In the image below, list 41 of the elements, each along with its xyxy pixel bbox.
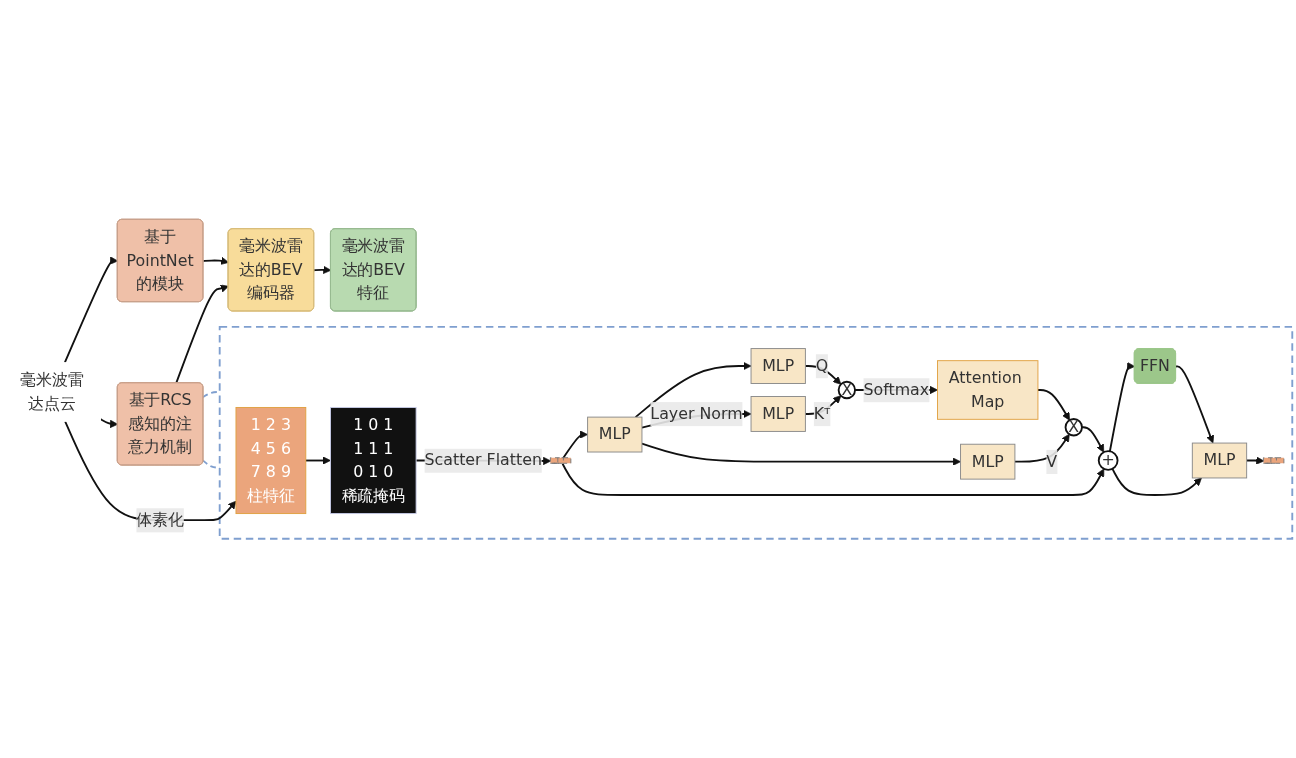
arrow	[561, 462, 1105, 496]
arrow	[64, 420, 237, 521]
arrow	[1175, 365, 1215, 444]
node-box: 1 2 3 4 5 6 7 8 9 柱特征	[235, 407, 307, 515]
connector	[202, 459, 221, 469]
arrow	[304, 456, 331, 465]
node-box: MLP	[750, 348, 806, 384]
arrow	[1245, 456, 1265, 465]
edge-label: 体素化	[136, 510, 184, 529]
arrow	[99, 418, 119, 428]
node-bar	[1262, 457, 1285, 464]
edge-label: Layer Norm	[650, 403, 743, 423]
node-box: MLP	[750, 396, 806, 432]
arrow	[1081, 426, 1105, 453]
node-box: 1 0 1 1 1 1 0 1 0 稀疏掩码	[330, 407, 417, 515]
node-box: Attention Map	[937, 360, 1039, 420]
edge-label: V	[1046, 451, 1058, 471]
arrow	[202, 256, 229, 265]
edge-label: Scatter Flatten	[424, 450, 542, 470]
arrow	[641, 442, 961, 466]
arrow	[63, 256, 119, 364]
node-circle: X	[1064, 418, 1083, 437]
node-box: MLP	[1191, 442, 1248, 479]
arrow	[313, 265, 332, 274]
node-text: 毫米波雷达点云	[20, 370, 84, 413]
edge-label: Kᵀ	[813, 403, 831, 423]
arrow	[562, 430, 588, 460]
edge-label: Softmax	[863, 379, 930, 399]
arrow	[1037, 389, 1070, 421]
node-box: MLP	[587, 416, 643, 453]
node-bar	[549, 457, 572, 464]
arrow	[1014, 433, 1070, 463]
arrow	[634, 361, 752, 419]
node-circle: +	[1097, 450, 1119, 471]
arrow	[804, 365, 842, 385]
arrow	[1111, 467, 1202, 496]
arrow	[1108, 362, 1136, 453]
node-box: MLP	[960, 443, 1016, 480]
edge-label: Q	[815, 356, 829, 375]
node-circle: X	[837, 380, 856, 400]
cluster	[218, 325, 1294, 540]
